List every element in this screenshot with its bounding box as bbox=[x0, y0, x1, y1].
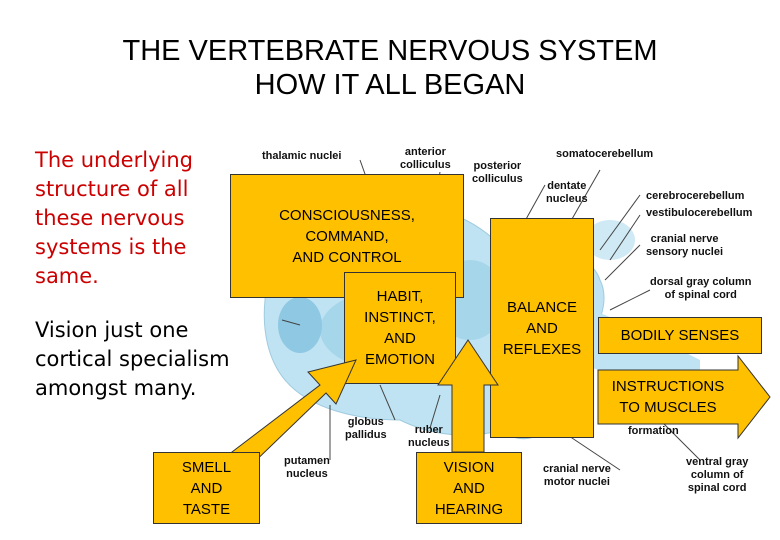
label-posterior-colliculus: posterior colliculus bbox=[472, 160, 523, 185]
box-smell: SMELL AND TASTE bbox=[153, 452, 260, 524]
box-vision-hearing: VISION AND HEARING bbox=[416, 452, 522, 524]
label-ventral-gray-column: ventral gray column of spinal cord bbox=[686, 456, 749, 494]
label-putamen-nucleus: putamen nucleus bbox=[284, 455, 330, 480]
label-dorsal-gray-column: dorsal gray column of spinal cord bbox=[650, 276, 752, 301]
label-thalamic-nuclei: thalamic nuclei bbox=[262, 150, 342, 162]
slide-title: THE VERTEBRATE NERVOUS SYSTEM HOW IT ALL… bbox=[0, 34, 780, 102]
label-cerebrocerebellum: cerebrocerebellum bbox=[646, 190, 745, 202]
note-vision-specialism: Vision just one cortical specialism amon… bbox=[35, 318, 230, 400]
label-ruber-nucleus: ruber nucleus bbox=[408, 424, 450, 449]
box-bodily-senses: BODILY SENSES bbox=[598, 317, 762, 354]
box-balance: BALANCE AND REFLEXES bbox=[490, 218, 594, 438]
label-anterior-colliculus: anterior colliculus bbox=[400, 146, 451, 171]
title-line-1: THE VERTEBRATE NERVOUS SYSTEM bbox=[122, 35, 658, 67]
title-line-2: HOW IT ALL BEGAN bbox=[254, 69, 526, 101]
label-somatocerebellum: somatocerebellum bbox=[556, 148, 654, 160]
label-cranial-nerve-sensory: cranial nerve sensory nuclei bbox=[646, 233, 724, 258]
label-dentate-nucleus: dentate nucleus bbox=[546, 180, 588, 205]
label-globus-pallidus: globus pallidus bbox=[345, 416, 387, 441]
label-cranial-nerve-motor: cranial nerve motor nuclei bbox=[543, 463, 611, 488]
note-underlying-structure: The underlying structure of all these ne… bbox=[35, 148, 193, 288]
label-formation: formation bbox=[628, 425, 679, 437]
label-vestibulocerebellum: vestibulocerebellum bbox=[646, 207, 753, 219]
box-instructions: INSTRUCTIONS TO MUSCLES bbox=[611, 378, 725, 416]
box-habit: HABIT, INSTINCT, AND EMOTION bbox=[344, 272, 456, 384]
